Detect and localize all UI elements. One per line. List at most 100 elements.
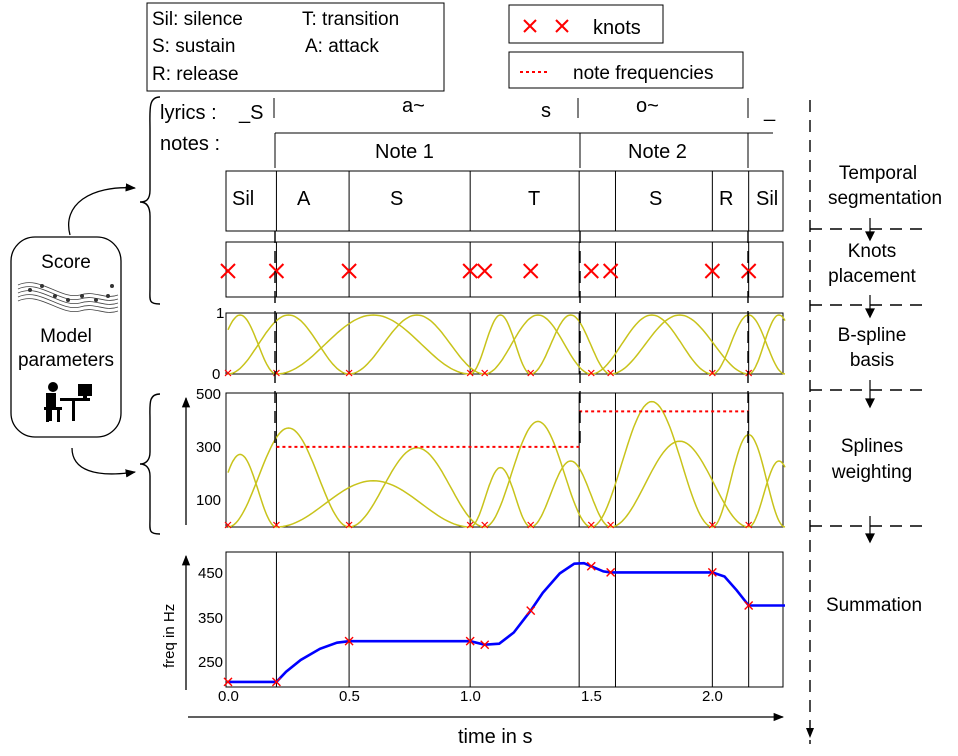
bspline-knot-5 [527, 369, 535, 377]
knot-marker-8 [704, 263, 721, 279]
bspline-boundaries [275, 313, 750, 374]
knot-marker-2 [341, 263, 357, 279]
bspline-basis-curve-6 [530, 314, 611, 375]
lyric-4: _ [763, 100, 776, 122]
segmentation-frame [225, 170, 784, 232]
weighting-knot-7 [607, 521, 615, 529]
weighting-curve-1 [227, 427, 350, 528]
summation-knot-3 [465, 636, 475, 646]
segment-6: Sil [756, 188, 778, 210]
bspline-basis-curve-3 [349, 314, 485, 375]
summation-knot-markers [223, 561, 754, 687]
note-2-label: Note 2 [628, 141, 687, 163]
stage-summation: Summation [826, 595, 922, 616]
summation-knot-4 [480, 640, 490, 650]
abbreviation-legend-frame [146, 2, 445, 92]
weighting-knot-6 [587, 521, 595, 529]
summation-knot-5 [526, 606, 536, 616]
knots-legend-marker-2 [555, 19, 569, 33]
score-label: Score [41, 252, 91, 273]
knot-marker-4 [476, 263, 493, 279]
weighting-knot-1 [273, 521, 280, 529]
knots-panel [220, 241, 784, 298]
bspline-knot-0 [224, 369, 232, 377]
note-frequencies-legend-label: note frequencies [573, 63, 714, 84]
weighting-curves [227, 400, 786, 528]
segment-4: S [649, 188, 662, 210]
weighting-boundaries [275, 393, 750, 527]
weighting-curve-8 [610, 440, 749, 528]
lyrics-label: lyrics : [160, 102, 217, 124]
note-frequency-lines [276, 410, 749, 448]
summation-ylabel: freq in Hz [161, 604, 178, 668]
legend-t: T: transition [302, 9, 399, 30]
weighting-knot-3 [466, 521, 474, 529]
bspline-basis-curve-4 [470, 314, 531, 375]
stage-bspline-2: basis [850, 350, 894, 371]
stage-weighting-1: Splines [841, 436, 903, 457]
weighting-ytick-100: 100 [196, 492, 221, 509]
segmentation-boundaries [275, 171, 750, 231]
stage-knots-2: placement [828, 266, 916, 287]
weighting-knot-5 [527, 521, 535, 529]
summation-knot-0 [223, 677, 233, 687]
stage-bspline-1: B-spline [838, 325, 907, 346]
summation-knot-7 [606, 567, 616, 577]
model-to-weighting-arrow [71, 447, 137, 478]
left-brace-bottom [139, 393, 161, 535]
summation-xtick-4: 2.0 [702, 688, 723, 705]
lyric-3: o~ [636, 95, 659, 117]
weighting-ytick-300: 300 [196, 439, 221, 456]
computer-user-icon [44, 382, 92, 422]
bspline-basis-curve-8 [610, 314, 749, 375]
weighting-curve-6 [530, 460, 611, 528]
knot-marker-3 [462, 263, 478, 279]
summation-ytick-250: 250 [198, 654, 223, 671]
segment-5: R [719, 188, 733, 210]
segment-2: S [390, 188, 403, 210]
weighting-knot-2 [345, 521, 353, 529]
summation-xtick-1: 0.5 [339, 688, 360, 705]
knots-markers [220, 263, 757, 279]
legend-s: S: sustain [152, 36, 235, 57]
segmentation-panel: Sil A S T S R Sil [225, 170, 784, 232]
weighting-knot-8 [708, 521, 716, 529]
segment-1: A [297, 188, 311, 210]
model-label-1: Model [40, 326, 92, 347]
summation-xtick-3: 1.5 [581, 688, 602, 705]
legend-r: R: release [152, 64, 239, 85]
summation-knot-9 [744, 600, 754, 610]
bspline-knot-4 [481, 369, 489, 377]
note-frequencies-legend: note frequencies [508, 51, 744, 89]
bspline-basis-curve-7 [591, 314, 713, 375]
summation-xtick-2: 1.0 [460, 688, 481, 705]
summation-xtick-0: 0.0 [218, 688, 239, 705]
bspline-panel: 1 0 [212, 305, 786, 383]
weighting-panel: 500 300 100 [181, 386, 786, 529]
weighting-knot-0 [224, 521, 232, 529]
score-to-segmentation-arrow [68, 183, 137, 236]
bspline-knot-2 [345, 369, 353, 377]
note-1-label: Note 1 [375, 141, 434, 163]
model-label-2: parameters [18, 350, 114, 371]
weighting-curve-3 [349, 447, 485, 528]
bspline-knot-6 [587, 369, 595, 377]
summation-knot-6 [586, 561, 596, 571]
weighting-knot-markers [224, 521, 753, 529]
bspline-knot-3 [466, 369, 474, 377]
knots-frame [225, 241, 784, 298]
bspline-ytick-0: 0 [212, 366, 220, 383]
lyric-2: s [541, 100, 551, 122]
bspline-knot-markers [224, 369, 753, 377]
weighting-frame [225, 392, 784, 528]
stage-arrows [865, 218, 875, 544]
weighting-curve-10 [748, 460, 786, 528]
legend-sil: Sil: silence [152, 9, 243, 30]
bspline-ytick-1: 1 [216, 305, 224, 322]
bspline-basis-curve-5 [484, 314, 592, 375]
summation-panel: 450 350 250 freq in Hz 0.0 0.5 1.0 1.5 2… [161, 551, 785, 705]
stage-vertical-arrowhead [806, 728, 814, 738]
knots-legend-marker-1 [523, 19, 537, 33]
summation-knot-1 [271, 677, 281, 687]
stage-temporal-1: Temporal [839, 163, 917, 184]
